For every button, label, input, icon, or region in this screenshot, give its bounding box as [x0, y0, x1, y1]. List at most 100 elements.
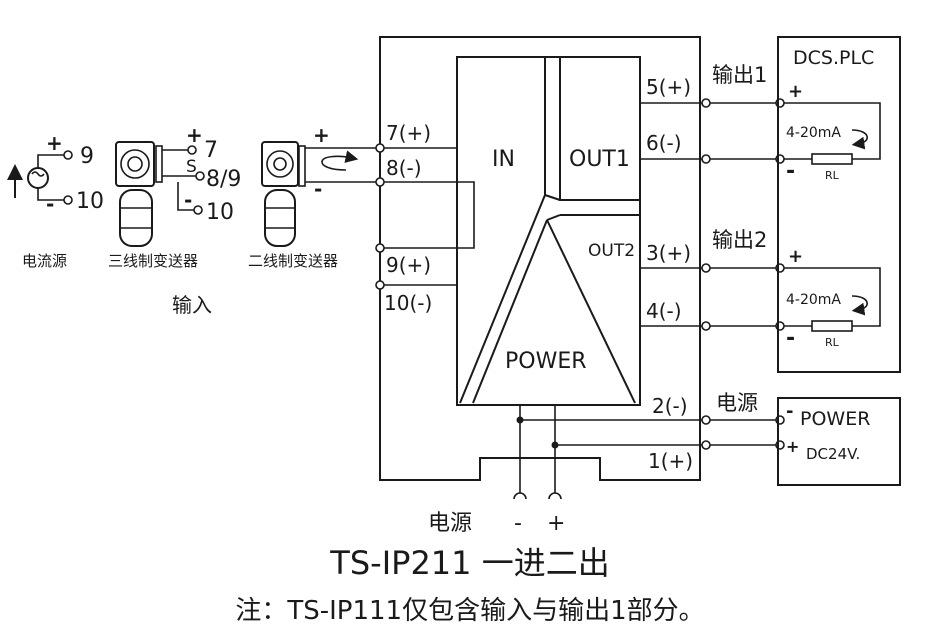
three-wire-transmitter: + 7 S 8/9 - 10 三线制变送器	[108, 123, 241, 270]
dcs-ch2-minus: -	[786, 326, 795, 351]
dcs-ch2-plus: +	[788, 246, 803, 267]
three-wire-transmitter-body-icon	[119, 189, 153, 247]
plug-plus-icon	[548, 492, 562, 500]
module-inner-block	[456, 56, 641, 406]
dcs-ch1-current-arrow-icon	[851, 129, 868, 150]
dcs-ch2-rl: RL	[825, 336, 840, 349]
two-wire-label: 二线制变送器	[248, 252, 338, 270]
dcs-ch1-loop	[784, 102, 881, 160]
out2-section-join	[546, 214, 561, 221]
current-source-terminal-plus	[63, 150, 73, 160]
terminal-3	[701, 263, 711, 273]
module-out1-label: OUT1	[569, 147, 630, 172]
module-outer-frame	[379, 36, 701, 481]
terminal-6	[701, 154, 711, 164]
loop-current-arrow-icon	[321, 150, 359, 171]
plug-minus-icon	[513, 492, 527, 500]
terminal-6-label: 6(-)	[646, 131, 682, 155]
two-wire-transmitter: + - 二线制变送器	[248, 123, 376, 270]
terminal-4-label: 4(-)	[646, 299, 682, 323]
current-source-minus: -	[46, 192, 54, 216]
terminal-10	[375, 280, 385, 290]
output1-label: 输出1	[712, 63, 767, 87]
output-terminals: 5(+) 6(-) 3(+) 4(-) 2(-) 1(+) 输出1 输出2 电源	[520, 63, 785, 473]
two-wire-transmitter-dial-icon	[266, 150, 294, 178]
dcs-ch2-loop	[784, 267, 881, 327]
current-source-wire-plus	[37, 154, 64, 168]
dcs-ch1-resistor-icon	[811, 153, 853, 165]
terminal-4	[701, 321, 711, 331]
two-wire-transmitter-body-icon	[264, 189, 296, 247]
diagram-title: TS-IP211 一进二出	[329, 544, 609, 582]
dcs-plc-frame	[777, 36, 901, 373]
three-wire-label: 三线制变送器	[108, 252, 198, 270]
three-wire-transmitter-dial-inner	[127, 156, 143, 172]
three-wire-terminal-minus-label: 10	[206, 200, 234, 225]
three-wire-terminal-signal-label: 8/9	[206, 167, 241, 192]
terminal-8-label: 8(-)	[386, 156, 422, 180]
current-source-terminal-minus	[63, 195, 73, 205]
power-supply-frame	[777, 397, 901, 486]
power-box-minus: -	[786, 401, 793, 422]
power-box-label: POWER	[800, 408, 870, 430]
three-wire-signal: S	[186, 157, 197, 177]
power-box-voltage: DC24V.	[806, 445, 860, 463]
current-source: + 9 - 10 电流源	[7, 131, 104, 270]
terminal-9-label: 9(+)	[386, 253, 431, 277]
current-source-icon	[27, 167, 49, 189]
output2-label: 输出2	[712, 228, 767, 252]
terminal-2	[701, 415, 711, 425]
current-source-label: 电流源	[22, 252, 67, 270]
terminal-8	[375, 177, 385, 187]
wire-8-9-loop	[384, 181, 475, 249]
two-wire-transmitter-dial-inner	[273, 157, 287, 171]
terminal-7	[375, 143, 385, 153]
two-wire-plus: +	[313, 123, 330, 147]
bottom-power-plus: +	[547, 511, 565, 536]
diagram-note: 注：TS-IP111仅包含输入与输出1部分。	[235, 596, 704, 626]
module-power-label: POWER	[505, 349, 587, 374]
junction-minus	[516, 416, 524, 424]
three-wire-terminal-minus	[193, 205, 203, 215]
out1-section	[559, 56, 641, 201]
power-outer-right	[544, 194, 561, 201]
current-source-plus: +	[46, 131, 63, 155]
dcs-ch2-current-arrow-icon	[851, 295, 868, 316]
module-in-label: IN	[492, 147, 515, 172]
current-source-wire-minus	[37, 188, 64, 201]
dcs-plc-box: DCS.PLC + 4-20mA RL - + 4-20mA RL -	[777, 36, 901, 373]
bottom-power-label: 电源	[428, 511, 472, 536]
two-wire-transmitter-head-icon	[261, 141, 299, 187]
current-source-terminal-plus-label: 9	[80, 144, 94, 169]
power-supply-box: - POWER + DC24V.	[777, 397, 901, 486]
two-wire-minus: -	[314, 177, 322, 201]
dcs-ch1-minus: -	[786, 159, 795, 184]
current-source-terminal-minus-label: 10	[76, 189, 104, 214]
dcs-ch2-resistor-icon	[811, 320, 853, 332]
three-wire-terminal-plus-label: 7	[204, 138, 218, 163]
dcs-ch2-current: 4-20mA	[786, 292, 841, 308]
terminal-5	[701, 98, 711, 108]
current-source-wave	[31, 171, 45, 177]
power-inner-left	[472, 219, 548, 404]
bottom-power: 电源 - +	[428, 405, 565, 536]
dcs-ch1-plus: +	[788, 81, 803, 102]
three-wire-transmitter-head-icon	[115, 141, 155, 187]
terminal-10-label: 10(-)	[384, 291, 432, 315]
bottom-power-minus: -	[514, 511, 522, 536]
three-wire-minus: -	[184, 188, 192, 212]
power-inner-right	[546, 219, 636, 404]
terminal-5-label: 5(+)	[646, 75, 691, 99]
input-section-label: 输入	[172, 293, 212, 317]
dcs-title: DCS.PLC	[793, 47, 874, 69]
terminal-9	[375, 243, 385, 253]
terminal-1-label: 1(+)	[648, 449, 693, 473]
dcs-ch1-rl: RL	[825, 169, 840, 182]
output-power-label: 电源	[716, 391, 758, 415]
terminal-2-label: 2(-)	[652, 394, 688, 418]
power-outer-left	[459, 194, 546, 404]
junction-plus	[551, 441, 559, 449]
three-wire-terminal-plus	[187, 145, 197, 155]
input-terminals: 7(+) 8(-) 9(+) 10(-)	[375, 121, 475, 315]
